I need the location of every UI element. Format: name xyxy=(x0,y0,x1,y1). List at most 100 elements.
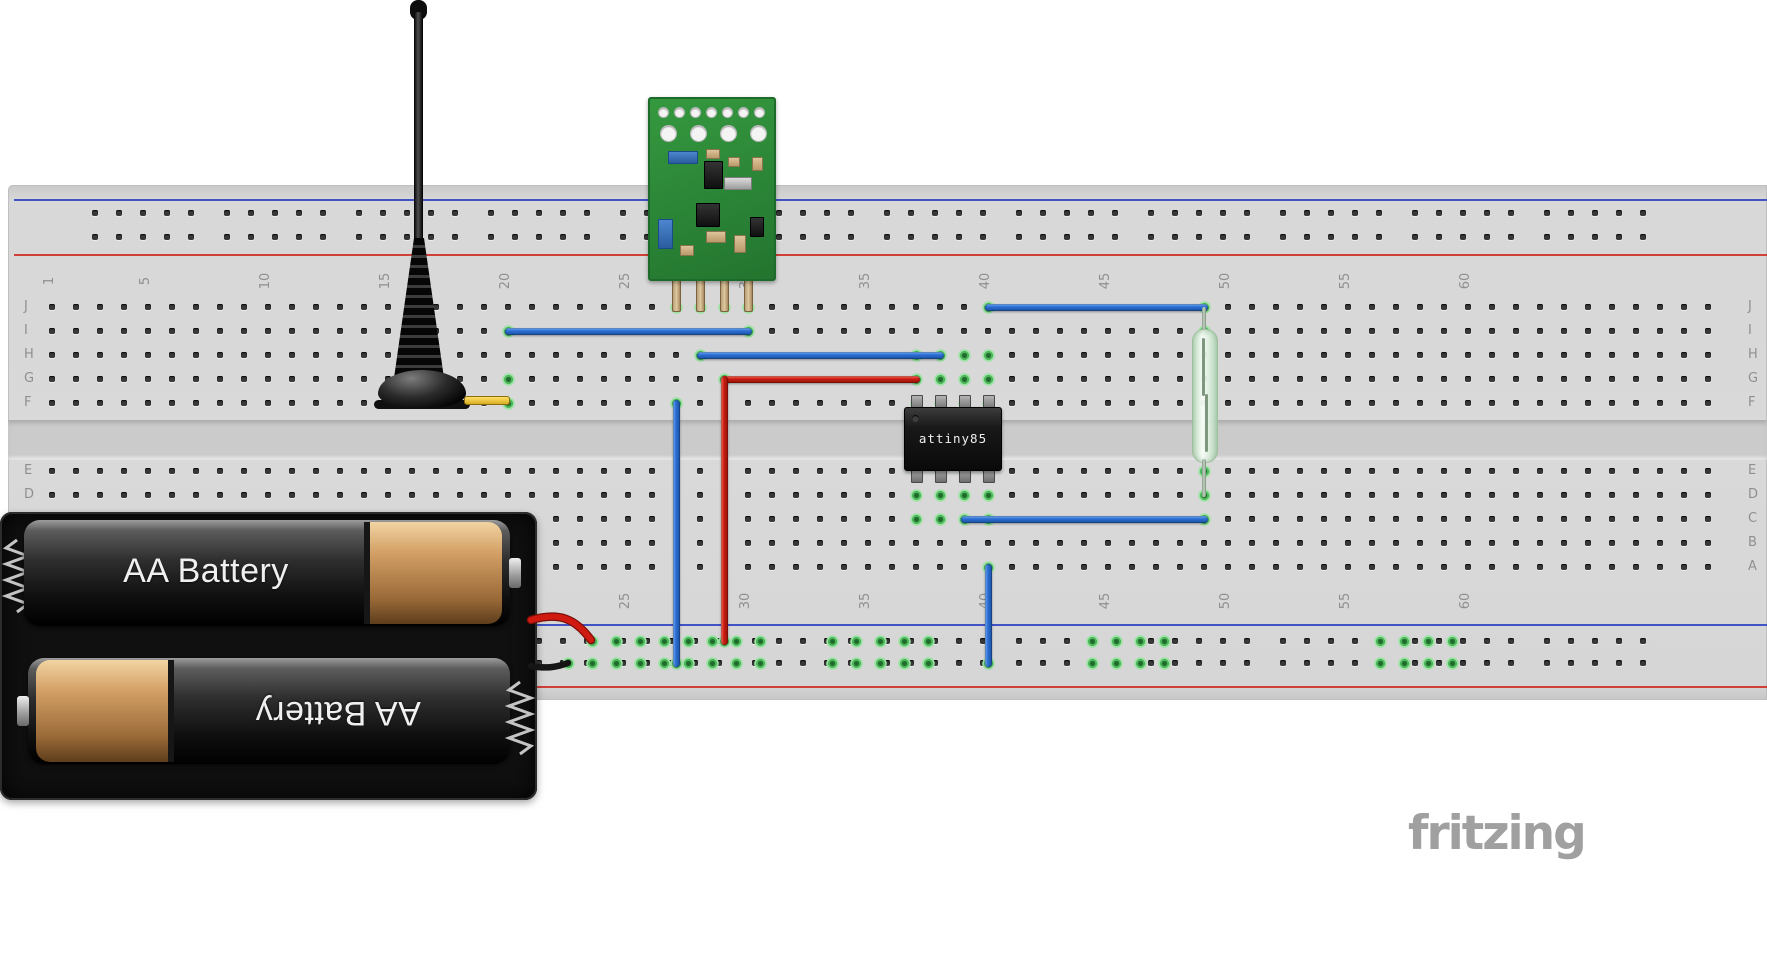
breadboard-hole[interactable] xyxy=(865,328,871,334)
breadboard-hole[interactable] xyxy=(1297,400,1303,406)
breadboard-hole[interactable] xyxy=(1585,492,1591,498)
breadboard-hole[interactable] xyxy=(1393,376,1399,382)
connected-hole[interactable] xyxy=(825,656,839,670)
breadboard-hole[interactable] xyxy=(1009,564,1015,570)
breadboard-hole[interactable] xyxy=(841,304,847,310)
breadboard-hole[interactable] xyxy=(1081,328,1087,334)
breadboard-hole[interactable] xyxy=(793,304,799,310)
breadboard-hole[interactable] xyxy=(1609,376,1615,382)
connected-hole[interactable] xyxy=(849,634,863,648)
breadboard-hole[interactable] xyxy=(1640,234,1646,240)
breadboard-hole[interactable] xyxy=(1568,660,1574,666)
breadboard-hole[interactable] xyxy=(1273,304,1279,310)
breadboard-hole[interactable] xyxy=(428,234,434,240)
breadboard-hole[interactable] xyxy=(1513,540,1519,546)
breadboard-hole[interactable] xyxy=(457,328,463,334)
breadboard-hole[interactable] xyxy=(776,660,782,666)
breadboard-hole[interactable] xyxy=(1345,564,1351,570)
breadboard-hole[interactable] xyxy=(889,540,895,546)
breadboard-hole[interactable] xyxy=(644,638,650,644)
breadboard-hole[interactable] xyxy=(1592,210,1598,216)
breadboard-hole[interactable] xyxy=(1040,210,1046,216)
breadboard-hole[interactable] xyxy=(1633,564,1639,570)
breadboard-hole[interactable] xyxy=(800,660,806,666)
breadboard-hole[interactable] xyxy=(649,492,655,498)
breadboard-hole[interactable] xyxy=(1417,352,1423,358)
breadboard-hole[interactable] xyxy=(1436,660,1442,666)
breadboard-hole[interactable] xyxy=(1609,492,1615,498)
breadboard-hole[interactable] xyxy=(121,468,127,474)
breadboard-hole[interactable] xyxy=(644,210,650,216)
breadboard-hole[interactable] xyxy=(769,400,775,406)
breadboard-hole[interactable] xyxy=(776,234,782,240)
breadboard-hole[interactable] xyxy=(577,516,583,522)
breadboard-hole[interactable] xyxy=(1513,492,1519,498)
breadboard-hole[interactable] xyxy=(1345,328,1351,334)
breadboard-hole[interactable] xyxy=(1441,564,1447,570)
breadboard-hole[interactable] xyxy=(1297,304,1303,310)
breadboard-hole[interactable] xyxy=(1009,540,1015,546)
breadboard-hole[interactable] xyxy=(1657,516,1663,522)
breadboard-hole[interactable] xyxy=(1273,400,1279,406)
breadboard-hole[interactable] xyxy=(1321,516,1327,522)
breadboard-hole[interactable] xyxy=(800,234,806,240)
breadboard-hole[interactable] xyxy=(745,516,751,522)
breadboard-hole[interactable] xyxy=(121,328,127,334)
breadboard-hole[interactable] xyxy=(1297,352,1303,358)
breadboard-hole[interactable] xyxy=(1681,468,1687,474)
breadboard-hole[interactable] xyxy=(1616,660,1622,666)
connected-hole[interactable] xyxy=(873,656,887,670)
breadboard-hole[interactable] xyxy=(361,352,367,358)
breadboard-hole[interactable] xyxy=(1033,540,1039,546)
breadboard-hole[interactable] xyxy=(217,328,223,334)
breadboard-hole[interactable] xyxy=(356,234,362,240)
connected-hole[interactable] xyxy=(681,634,695,648)
breadboard-hole[interactable] xyxy=(97,328,103,334)
connected-hole[interactable] xyxy=(933,512,947,526)
breadboard-hole[interactable] xyxy=(1153,468,1159,474)
breadboard-hole[interactable] xyxy=(1561,540,1567,546)
breadboard-hole[interactable] xyxy=(697,468,703,474)
breadboard-hole[interactable] xyxy=(1153,492,1159,498)
breadboard-hole[interactable] xyxy=(404,234,410,240)
breadboard-hole[interactable] xyxy=(241,352,247,358)
breadboard-hole[interactable] xyxy=(1064,638,1070,644)
breadboard-hole[interactable] xyxy=(73,352,79,358)
breadboard-hole[interactable] xyxy=(49,492,55,498)
breadboard-hole[interactable] xyxy=(1225,564,1231,570)
breadboard-hole[interactable] xyxy=(121,352,127,358)
breadboard-hole[interactable] xyxy=(248,210,254,216)
breadboard-hole[interactable] xyxy=(817,564,823,570)
breadboard-hole[interactable] xyxy=(697,516,703,522)
breadboard-hole[interactable] xyxy=(1225,468,1231,474)
breadboard-hole[interactable] xyxy=(961,540,967,546)
breadboard-hole[interactable] xyxy=(1148,210,1154,216)
breadboard-hole[interactable] xyxy=(1244,234,1250,240)
breadboard-hole[interactable] xyxy=(452,210,458,216)
breadboard-hole[interactable] xyxy=(1585,328,1591,334)
breadboard-hole[interactable] xyxy=(848,210,854,216)
breadboard-hole[interactable] xyxy=(193,376,199,382)
breadboard-hole[interactable] xyxy=(97,492,103,498)
breadboard-hole[interactable] xyxy=(1064,660,1070,666)
breadboard-hole[interactable] xyxy=(1460,660,1466,666)
breadboard-hole[interactable] xyxy=(1393,492,1399,498)
breadboard-hole[interactable] xyxy=(164,210,170,216)
breadboard-hole[interactable] xyxy=(1417,468,1423,474)
breadboard-hole[interactable] xyxy=(1537,328,1543,334)
breadboard-hole[interactable] xyxy=(1513,328,1519,334)
breadboard-hole[interactable] xyxy=(1153,540,1159,546)
breadboard-hole[interactable] xyxy=(1616,234,1622,240)
connected-hole[interactable] xyxy=(909,488,923,502)
breadboard-hole[interactable] xyxy=(1249,564,1255,570)
breadboard-hole[interactable] xyxy=(265,376,271,382)
breadboard-hole[interactable] xyxy=(932,234,938,240)
connected-hole[interactable] xyxy=(681,656,695,670)
breadboard-hole[interactable] xyxy=(1369,468,1375,474)
breadboard-hole[interactable] xyxy=(1244,638,1250,644)
breadboard-hole[interactable] xyxy=(241,400,247,406)
breadboard-hole[interactable] xyxy=(1225,352,1231,358)
breadboard-hole[interactable] xyxy=(1681,492,1687,498)
breadboard-hole[interactable] xyxy=(884,234,890,240)
breadboard-hole[interactable] xyxy=(145,352,151,358)
